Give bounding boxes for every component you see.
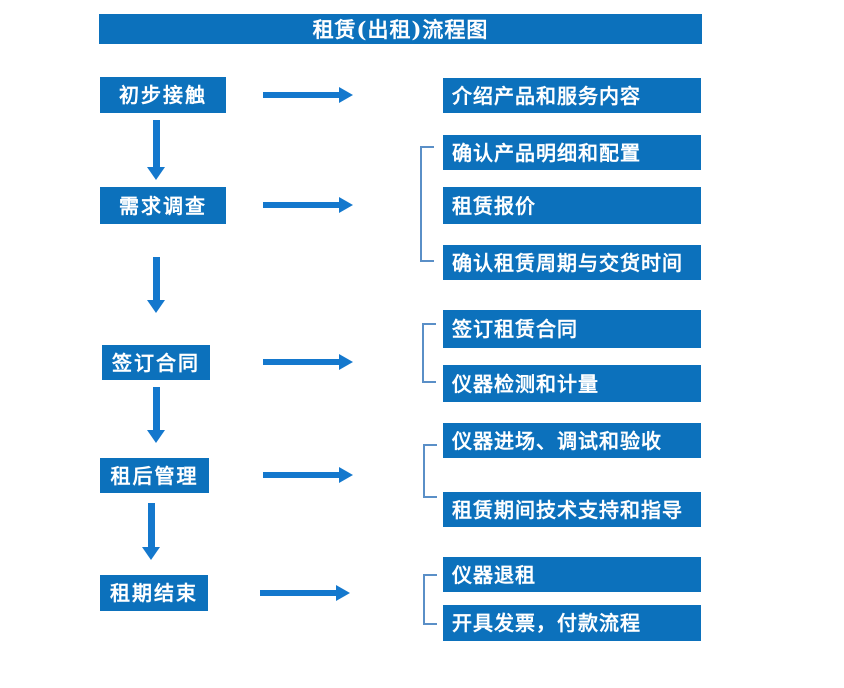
bracket-connector bbox=[423, 444, 437, 498]
arrow-right-icon bbox=[263, 467, 353, 483]
arrow-shaft bbox=[147, 503, 155, 548]
arrow-right-icon bbox=[263, 197, 353, 213]
arrow-head bbox=[147, 430, 165, 443]
arrow-shaft bbox=[263, 202, 340, 208]
arrow-shaft bbox=[152, 257, 160, 301]
arrow-shaft bbox=[263, 359, 340, 365]
detail-box-introduce-products: 介绍产品和服务内容 bbox=[443, 78, 701, 113]
arrow-shaft bbox=[263, 472, 340, 478]
arrow-down-icon bbox=[147, 387, 165, 443]
arrow-head bbox=[339, 197, 353, 213]
arrow-down-icon bbox=[147, 257, 165, 313]
arrow-right-icon bbox=[260, 585, 350, 601]
detail-box-instrument-return: 仪器退租 bbox=[443, 557, 701, 592]
detail-box-instrument-testing: 仪器检测和计量 bbox=[443, 365, 701, 402]
detail-box-confirm-product-details: 确认产品明细和配置 bbox=[443, 135, 701, 170]
arrow-head bbox=[147, 300, 165, 313]
stage-box-sign-contract: 签订合同 bbox=[102, 345, 210, 380]
stage-box-post-rental-management: 租后管理 bbox=[100, 458, 209, 493]
flowchart-title: 租赁(出租)流程图 bbox=[99, 14, 702, 44]
detail-box-invoice-payment: 开具发票，付款流程 bbox=[443, 605, 701, 641]
arrow-head bbox=[336, 585, 350, 601]
detail-box-instrument-setup-acceptance: 仪器进场、调试和验收 bbox=[443, 423, 701, 458]
arrow-right-icon bbox=[263, 87, 353, 103]
detail-box-rental-quotation: 租赁报价 bbox=[443, 187, 701, 224]
bracket-connector bbox=[423, 574, 437, 625]
arrow-head bbox=[142, 547, 160, 560]
arrow-shaft bbox=[260, 590, 337, 596]
arrow-down-icon bbox=[142, 503, 160, 560]
arrow-head bbox=[339, 467, 353, 483]
stage-box-demand-survey: 需求调查 bbox=[100, 187, 226, 224]
arrow-shaft bbox=[152, 387, 160, 431]
stage-box-rental-end: 租期结束 bbox=[100, 575, 208, 611]
bracket-connector bbox=[420, 146, 434, 262]
detail-box-sign-rental-contract: 签订租赁合同 bbox=[443, 310, 701, 348]
stage-box-initial-contact: 初步接触 bbox=[100, 77, 226, 113]
arrow-down-icon bbox=[147, 120, 165, 180]
arrow-head bbox=[339, 354, 353, 370]
arrow-head bbox=[339, 87, 353, 103]
detail-box-technical-support: 租赁期间技术支持和指导 bbox=[443, 492, 701, 527]
bracket-connector bbox=[422, 323, 436, 383]
arrow-shaft bbox=[152, 120, 160, 168]
arrow-shaft bbox=[263, 92, 340, 98]
arrow-head bbox=[147, 167, 165, 180]
detail-box-confirm-rental-period: 确认租赁周期与交货时间 bbox=[443, 245, 701, 280]
arrow-right-icon bbox=[263, 354, 353, 370]
